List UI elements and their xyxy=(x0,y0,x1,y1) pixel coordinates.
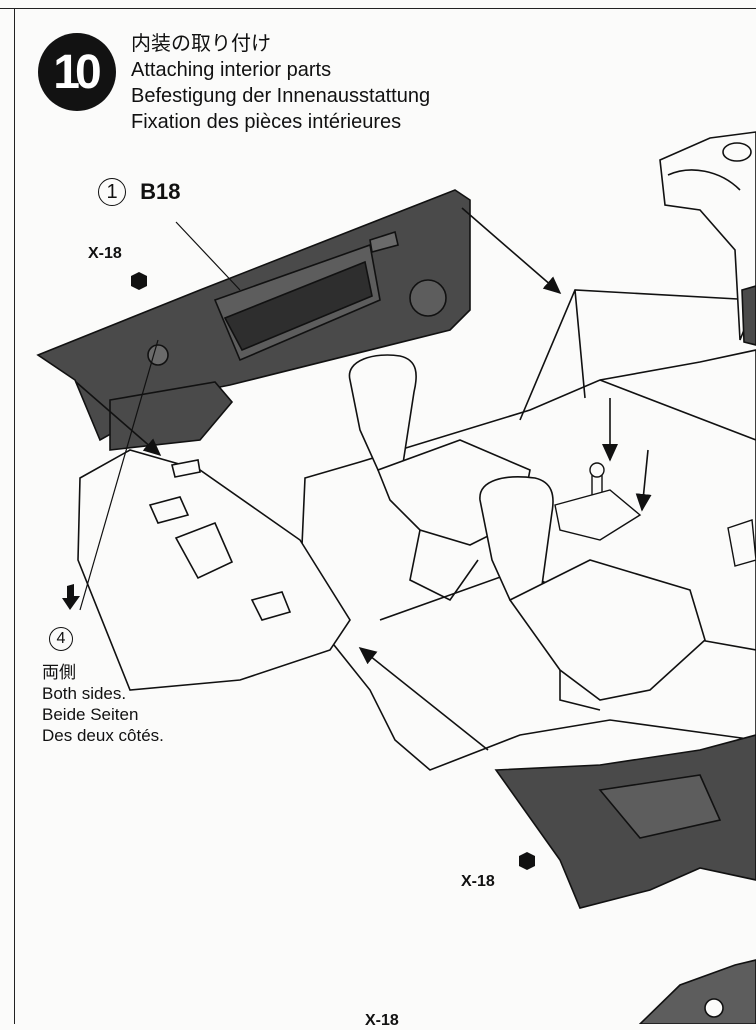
left-side-sill xyxy=(77,449,351,691)
hex-screw-icons xyxy=(131,272,535,870)
screw-label-bottom: X-18 xyxy=(365,1012,399,1029)
note-en: Both sides. xyxy=(42,684,127,703)
screw-label-lower: X-18 xyxy=(461,873,495,890)
part-qty-circle: 1 xyxy=(98,178,126,207)
part-callout-b18: 1 B18 xyxy=(98,178,181,207)
part-name: B18 xyxy=(140,179,181,205)
step-title-en: Attaching interior parts xyxy=(131,59,332,81)
hex-screw-icon-upper xyxy=(131,272,147,290)
step-title-block: 内装の取り付け Attaching interior parts Befesti… xyxy=(131,31,430,135)
note-fr: Des deux côtés. xyxy=(42,726,164,745)
step-number: 10 xyxy=(53,45,101,99)
step-title-ja: 内装の取り付け xyxy=(131,33,271,55)
part-qty-circle-4: 4 xyxy=(49,627,73,651)
note-de: Beide Seiten xyxy=(42,705,139,724)
right-door-panel xyxy=(494,734,756,909)
screw-label-upper: X-18 xyxy=(88,245,122,262)
bottom-partial-part xyxy=(638,959,756,1024)
step-title-fr: Fixation des pièces intérieures xyxy=(131,111,402,133)
note-ja: 両側 xyxy=(42,663,76,682)
page-border-top xyxy=(0,8,756,9)
assembly-arrows xyxy=(75,207,652,751)
both-sides-note: 両側 Both sides. Beide Seiten Des deux côt… xyxy=(42,662,164,746)
black-arrow-icon xyxy=(62,584,80,610)
pedals xyxy=(727,519,756,567)
page-border-left xyxy=(14,8,15,1024)
step-number-badge: 10 xyxy=(38,33,116,111)
right-seat xyxy=(479,476,706,711)
step-title-de: Befestigung der Innenausstattung xyxy=(131,85,431,107)
leader-lines xyxy=(79,221,241,611)
dashboard-part xyxy=(659,131,756,346)
gear-shifter xyxy=(554,462,642,541)
left-door-panel xyxy=(36,189,471,451)
hex-screw-icon-lower xyxy=(519,852,535,870)
